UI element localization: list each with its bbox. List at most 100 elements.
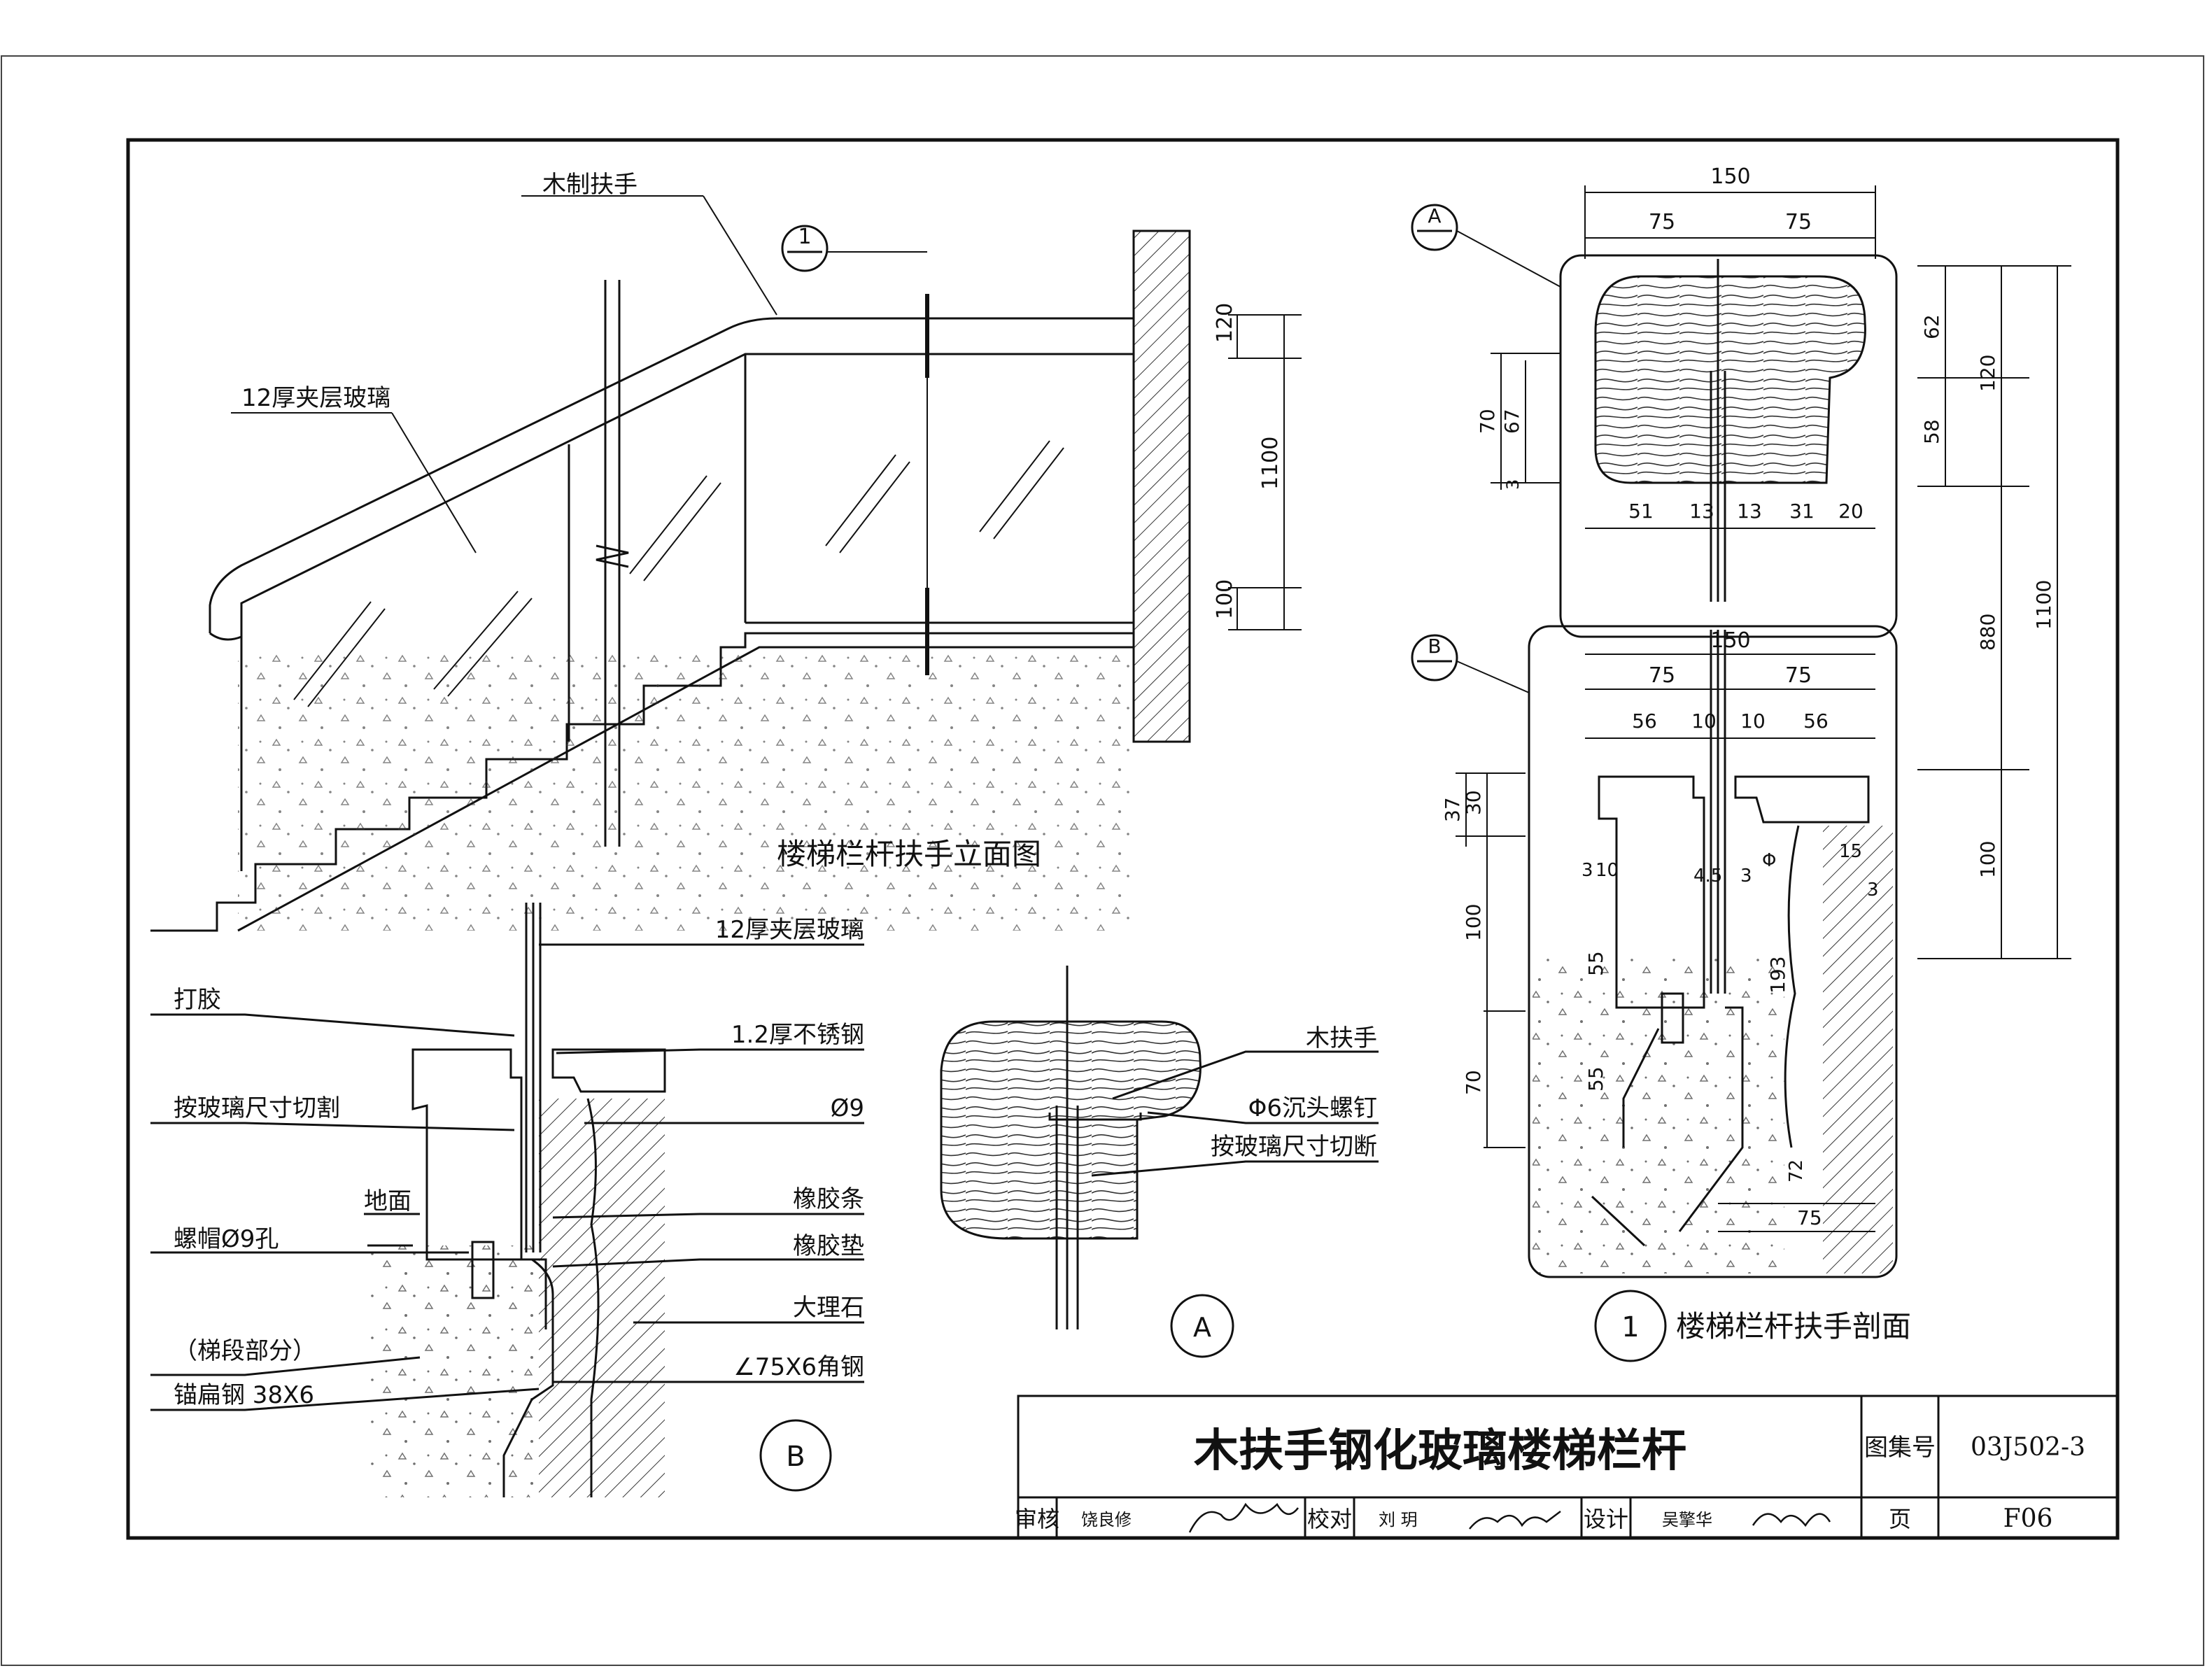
callout-b-letter: B [1428,635,1441,658]
label-cut-to-glass: 按玻璃尺寸切割 [174,1094,340,1122]
label-angle-steel: ∠75X6角钢 [733,1353,864,1381]
section-panel-b [1528,625,1898,1278]
review-name: 饶良修 [1081,1510,1132,1530]
section-title-number: 1 [1621,1311,1639,1343]
handrail-top [209,317,1134,633]
dim-a-75-left: 75 [1649,210,1675,234]
dim-100-right: 100 [1976,841,1999,878]
dim-b-150: 150 [1710,628,1750,653]
elevation-view [150,195,1302,932]
signature-checker [1469,1511,1561,1530]
label-stainless: 1.2厚不锈钢 [731,1021,864,1049]
label-nut-hole: 螺帽Ø9孔 [174,1225,279,1253]
title-block [1017,1395,2119,1539]
dim-b-70: 70 [1462,1070,1485,1095]
dim-b-75-bottom: 75 [1797,1206,1822,1229]
dim-a-67: 67 [1500,409,1523,434]
dim-120: 120 [1213,303,1237,343]
detail-a-marker [1170,1294,1234,1358]
page-label: 页 [1889,1506,1911,1532]
drawing-title: 木扶手钢化玻璃楼梯栏杆 [1194,1425,1686,1477]
page-value: F06 [2003,1504,2053,1533]
dim-62: 62 [1920,314,1943,339]
detail-a-marker-letter: A [1193,1312,1211,1343]
label-anchor-flat-steel: 锚扁钢 38X6 [174,1381,314,1409]
label-cut-glass-a: 按玻璃尺寸切断 [1211,1133,1377,1161]
dim-b-72: 72 [1786,1159,1807,1183]
section-callout-a [1411,204,1458,251]
dim-b-15: 15 [1839,841,1862,862]
dim-b-phi: Φ [1762,850,1776,871]
dim-a-150: 150 [1710,164,1750,189]
label-screw: Φ6沉头螺钉 [1248,1094,1377,1122]
dim-b-30: 30 [1462,790,1485,815]
check-name: 刘 玥 [1379,1510,1418,1530]
section-view [1411,185,2071,1362]
dim-58: 58 [1920,419,1943,444]
dim-880: 880 [1976,614,1999,651]
dim-a-51: 51 [1628,500,1654,523]
dim-b-3-right: 3 [1867,880,1879,901]
wall-hatch [1132,230,1191,743]
section-callout-b [1411,634,1458,682]
dim-a-13-left: 13 [1689,500,1714,523]
signature-reviewer [1188,1502,1299,1533]
dim-a-31: 31 [1789,500,1815,523]
callout-1-number: 1 [798,225,811,249]
dim-1100: 1100 [1258,437,1283,490]
dim-b-75-left: 75 [1649,663,1675,688]
section-title-marker [1594,1290,1667,1362]
label-stair-section: （梯段部分） [174,1337,316,1365]
dim-b-56-left: 56 [1632,710,1657,733]
outer-frame [1,55,2204,1666]
detail-a [940,966,1379,1358]
label-laminated-glass: 12厚夹层玻璃 [241,384,390,412]
label-wood-handrail: 木制扶手 [542,171,637,199]
section-title: 楼梯栏杆扶手剖面 [1676,1309,1911,1343]
dim-b-100: 100 [1462,904,1485,941]
check-label: 校对 [1307,1506,1352,1532]
handrail-bottom [209,353,1134,641]
dim-1100-right: 1100 [2032,580,2055,630]
atlas-value: 03J502-3 [1971,1433,2085,1462]
dim-b-55-lower: 55 [1584,1066,1607,1092]
dim-a-75-right: 75 [1785,210,1812,234]
section-callout-1 [781,225,829,272]
review-label: 审核 [1015,1506,1059,1532]
label-glass-b: 12厚夹层玻璃 [715,916,864,944]
dim-b-3-left: 3 [1581,860,1593,881]
dim-a-20: 20 [1838,500,1864,523]
atlas-label: 图集号 [1864,1434,1936,1462]
callout-a-letter: A [1428,204,1441,227]
dim-b-10-left: 10 [1691,710,1717,733]
dim-b-3-mid: 3 [1740,866,1752,887]
dim-100: 100 [1213,579,1237,619]
dim-120-right: 120 [1976,355,1999,392]
signature-designer [1752,1513,1831,1527]
dim-a-13-right: 13 [1737,500,1762,523]
design-name: 吴擎华 [1662,1510,1712,1530]
label-floor: 地面 [364,1187,411,1215]
dim-b-37: 37 [1441,797,1464,822]
label-wood-handrail-a: 木扶手 [1306,1024,1377,1052]
label-marble: 大理石 [793,1294,864,1322]
dim-b-10-inner: 10 [1595,860,1619,881]
design-label: 设计 [1584,1506,1628,1532]
section-panel-a [1559,254,1898,638]
label-dia9: Ø9 [831,1094,864,1122]
elevation-title: 楼梯栏杆扶手立面图 [777,837,1041,871]
detail-b [150,903,864,1497]
dim-b-10-right: 10 [1740,710,1766,733]
label-rubber-pad: 橡胶垫 [793,1232,864,1260]
label-sealant: 打胶 [174,986,221,1014]
dim-b-4-5: 4.5 [1693,866,1722,887]
dim-a-70: 70 [1476,409,1499,434]
dim-b-55-upper: 55 [1584,951,1607,976]
dim-a-3: 3 [1503,479,1523,490]
dim-b-56-right: 56 [1803,710,1829,733]
detail-b-marker-letter: B [786,1441,805,1473]
label-rubber-strip: 橡胶条 [793,1185,864,1213]
dim-b-193: 193 [1766,957,1789,994]
detail-b-marker [759,1419,832,1492]
